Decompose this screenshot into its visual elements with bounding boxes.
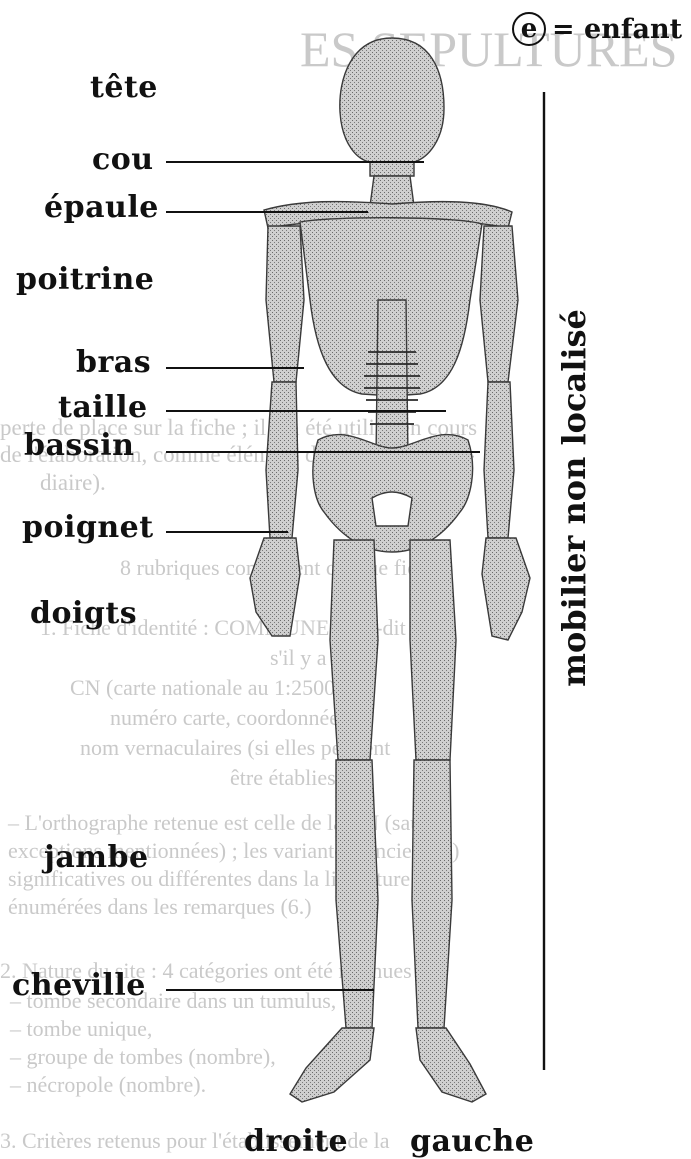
label-bassin: bassin <box>24 428 134 463</box>
label-poitrine: poitrine <box>16 262 154 297</box>
label-jambe: jambe <box>44 840 149 875</box>
label-epaule: épaule <box>44 190 159 225</box>
label-taille: taille <box>58 390 148 425</box>
child-symbol-icon: e <box>512 12 546 46</box>
label-cou: cou <box>92 142 154 177</box>
vertical-label: mobilier non localisé <box>555 309 593 687</box>
label-poignet: poignet <box>22 510 154 545</box>
side-label-gauche: gauche <box>410 1124 534 1159</box>
label-doigts: doigts <box>30 596 137 631</box>
label-cheville: cheville <box>12 968 146 1003</box>
label-tete: tête <box>90 70 158 105</box>
legend-text: = enfant <box>552 14 682 45</box>
label-bras: bras <box>76 345 151 380</box>
skeleton-figure <box>250 38 530 1102</box>
side-label-droite: droite <box>244 1124 348 1159</box>
legend: e = enfant <box>512 12 682 46</box>
